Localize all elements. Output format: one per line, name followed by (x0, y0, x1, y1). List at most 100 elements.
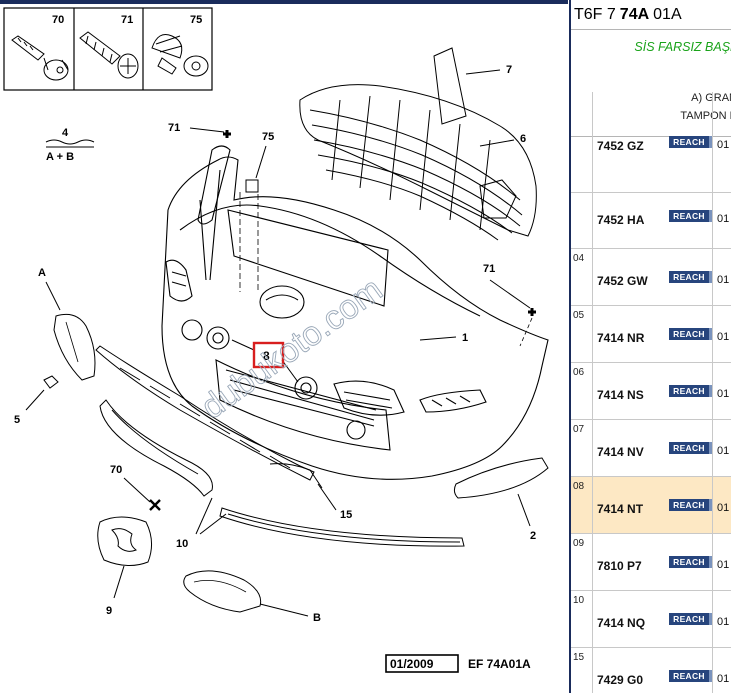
part-row[interactable]: 10 7414 NQ REACH 01 (571, 591, 731, 648)
fastener-plus-icon (223, 130, 231, 138)
reach-badge[interactable]: REACH (669, 442, 713, 454)
ref-bold: 74A (619, 5, 650, 23)
callout-71-box: 71 (121, 14, 133, 26)
row-quantity: 01 (717, 331, 730, 343)
callout-71-top: 71 (168, 122, 180, 134)
callout-2: 2 (530, 530, 536, 542)
column-divider (712, 420, 713, 476)
reach-badge[interactable]: REACH (669, 210, 713, 222)
ref-prefix: T6F 7 (574, 5, 616, 23)
callout-8[interactable]: 8 (263, 349, 270, 363)
column-divider (712, 534, 713, 590)
row-quantity: 01 (717, 445, 730, 457)
row-part-ref[interactable]: 7414 NQ (597, 616, 646, 630)
reference-header: T6F 7 74A 01A (571, 0, 731, 30)
screw-71-icon (79, 31, 139, 79)
column-divider (712, 249, 713, 305)
row-part-ref[interactable]: 7414 NR (597, 331, 645, 345)
side-cover-A (53, 313, 96, 381)
ref-suffix: 01A (653, 5, 682, 23)
part-row[interactable]: 07 7414 NV REACH 01 (571, 420, 731, 477)
row-part-ref[interactable]: 7414 NS (597, 388, 644, 402)
column-divider (712, 193, 713, 248)
callout-75-mid: 75 (262, 131, 274, 143)
callout-7: 7 (506, 64, 512, 76)
row-index: 10 (571, 591, 593, 647)
row-part-ref[interactable]: 7414 NT (597, 502, 644, 516)
panel-part-7 (433, 47, 467, 125)
description-line-1: A) GRAN (691, 92, 731, 104)
column-divider (712, 92, 713, 192)
description-box: SİS FARSIZ BAŞL A) GRAN TAMPON K (571, 30, 731, 137)
callout-4-sub: A + B (46, 151, 74, 163)
callout-70-mid: 70 (110, 464, 122, 476)
reach-badge[interactable]: REACH (669, 556, 713, 568)
row-part-ref[interactable]: 7414 NV (597, 445, 644, 459)
left-fog-opening (165, 259, 193, 302)
callout-1: 1 (462, 332, 468, 344)
callout-70-box: 70 (52, 14, 64, 26)
left-side-bracket (197, 145, 231, 225)
reach-badge[interactable]: REACH (669, 385, 713, 397)
part-row[interactable]: 7452 GZ REACH 01 (571, 92, 731, 193)
callout-B: B (313, 612, 321, 624)
lower-spoiler-part-15 (95, 345, 323, 489)
row-part-ref[interactable]: 7810 P7 (597, 559, 642, 573)
row-part-ref[interactable]: 7452 GZ (597, 139, 644, 153)
reach-badge[interactable]: REACH (669, 613, 713, 625)
bumper-emblem-recess (259, 285, 305, 319)
row-part-ref[interactable]: 7452 HA (597, 213, 645, 227)
row-index: 08 (571, 477, 593, 533)
row-quantity: 01 (717, 139, 730, 151)
cover-part-B (183, 570, 262, 613)
parts-panel: T6F 7 74A 01A SİS FARSIZ BAŞL A) GRAN TA… (569, 0, 731, 693)
right-reflector-part-2 (453, 457, 549, 499)
reach-badge[interactable]: REACH (669, 328, 713, 340)
reach-badge[interactable]: REACH (669, 670, 713, 682)
part-row[interactable]: 08 7414 NT REACH 01 (571, 477, 731, 534)
callout-5: 5 (14, 414, 20, 426)
callout-71-right: 71 (483, 263, 495, 275)
callout-75-box: 75 (190, 14, 202, 26)
reach-badge[interactable]: REACH (669, 271, 713, 283)
callout-10: 10 (176, 538, 188, 550)
callout-8-highlight[interactable] (252, 341, 285, 369)
top-bar (0, 0, 568, 4)
legend-frame (3, 7, 213, 91)
callout-9: 9 (106, 605, 112, 617)
screw-70-icon (11, 35, 69, 81)
bumper-body (161, 145, 549, 480)
row-quantity: 01 (717, 673, 730, 685)
row-quantity: 01 (717, 502, 730, 514)
row-index: 09 (571, 534, 593, 590)
left-tow-hole (181, 319, 203, 341)
footer-date-box (385, 654, 459, 673)
footer-date: 01/2009 (390, 657, 434, 671)
row-index: 07 (571, 420, 593, 476)
row-part-ref[interactable]: 7429 G0 (597, 673, 644, 687)
callout-15: 15 (340, 509, 352, 521)
right-tow-hole (346, 420, 366, 440)
fastener-plus-right-icon (528, 308, 536, 316)
row-part-ref[interactable]: 7452 GW (597, 274, 648, 288)
column-divider (712, 648, 713, 693)
row-index: 04 (571, 249, 593, 305)
reach-badge[interactable]: REACH (669, 136, 713, 148)
column-divider (712, 477, 713, 533)
fastener-legend (3, 7, 213, 91)
callout-A: A (38, 267, 46, 279)
row-index (571, 193, 593, 248)
right-fog-opening (333, 380, 405, 416)
pin-part-5-icon (43, 375, 59, 389)
row-quantity: 01 (717, 616, 730, 628)
callout-4: 4 (62, 127, 69, 139)
grille-part-6 (299, 84, 537, 241)
reach-badge[interactable]: REACH (669, 499, 713, 511)
footer-ref: EF 74A01A (468, 657, 531, 671)
